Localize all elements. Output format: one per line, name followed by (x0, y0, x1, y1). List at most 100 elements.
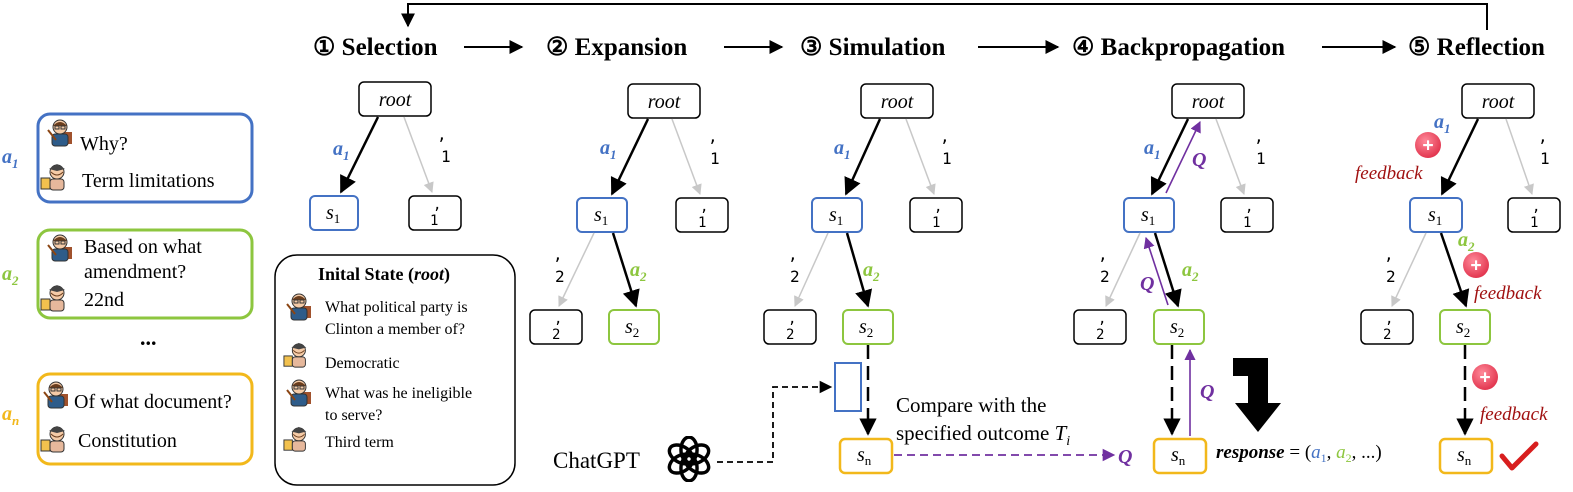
s1-prime-node (909, 197, 963, 233)
s1-node (576, 197, 628, 233)
tree-expansion: root a1 , 1 s1 , 1 , 2 a2 , 2 s2 (529, 83, 729, 345)
svg-text:1: 1 (942, 149, 952, 168)
dialogue-panel: a1 Why? Term limitations a2 Based on wha… (2, 112, 254, 466)
svg-text:2: 2 (786, 327, 794, 343)
svg-text:Q: Q (1192, 149, 1206, 171)
simulated-state-box (834, 362, 862, 412)
checkmark-icon (1499, 441, 1539, 471)
svg-text:1: 1 (932, 215, 940, 231)
svg-text:a1: a1 (834, 137, 851, 162)
svg-text:2: 2 (1096, 327, 1104, 343)
svg-text:What political party is: What political party is (325, 299, 468, 316)
s2-node (1153, 309, 1205, 345)
initial-state-box: Inital State (root) What political party… (274, 254, 516, 486)
svg-text:a1: a1 (333, 138, 350, 163)
plus-badge-icon (1472, 364, 1498, 390)
svg-text:Based on what: Based on what (84, 236, 202, 258)
svg-text:+: + (1471, 255, 1482, 276)
s2-prime-node (1360, 309, 1414, 345)
step-header-5: ⑤ Reflection (1408, 34, 1545, 61)
root-node (1461, 83, 1535, 119)
svg-text:⑤ Reflection: ⑤ Reflection (1408, 34, 1545, 61)
s1-prime-node (1507, 197, 1561, 233)
svg-text:2: 2 (1100, 267, 1110, 286)
svg-text:root: root (648, 91, 681, 113)
svg-text:2: 2 (1386, 267, 1396, 286)
svg-text:s1: s1 (594, 204, 608, 228)
svg-text:s1: s1 (829, 204, 843, 228)
s1-node (811, 197, 863, 233)
root-node (627, 83, 701, 119)
svg-text:,: , (437, 125, 447, 144)
svg-text:,: , (1385, 311, 1393, 327)
s2-prime-node (763, 309, 817, 345)
svg-text:Why?: Why? (80, 133, 128, 155)
tree-reflection: root a1 + feedback , 1 s1 , 1 , 2 a2 + f… (1355, 83, 1561, 475)
svg-text:a2: a2 (630, 259, 647, 284)
svg-text:,: , (433, 197, 441, 213)
svg-text:,: , (700, 199, 708, 215)
svg-text:,: , (1245, 199, 1253, 215)
step-header-2: ② Expansion (546, 34, 687, 61)
svg-text:1: 1 (1530, 215, 1538, 231)
plus-badge-icon (1415, 132, 1441, 158)
svg-text:Third term: Third term (325, 434, 394, 451)
tree-backpropagation: root Q a1 , 1 s1 , 1 Q , 2 a2 , 2 s2 Q s… (1073, 83, 1382, 475)
s2-node (1439, 309, 1491, 345)
svg-text:root: root (379, 89, 412, 111)
svg-text:1: 1 (1540, 149, 1550, 168)
svg-text:s2: s2 (1170, 316, 1184, 340)
svg-text:,: , (1532, 199, 1540, 215)
svg-text:to serve?: to serve? (325, 407, 382, 424)
svg-text:Inital State (root): Inital State (root) (318, 264, 450, 285)
step-header-4: ④ Backpropagation (1072, 34, 1285, 61)
compare-text-2: specified outcome Ti (896, 421, 1070, 449)
svg-text:1: 1 (698, 215, 706, 231)
svg-text:sn: sn (1457, 444, 1472, 468)
svg-text:s2: s2 (625, 316, 639, 340)
svg-text:Constitution: Constitution (78, 430, 177, 452)
svg-text:22nd: 22nd (84, 289, 124, 311)
s1-prime-node (1220, 197, 1274, 233)
svg-text:② Expansion: ② Expansion (546, 34, 687, 61)
svg-text:① Selection: ① Selection (313, 34, 438, 61)
s2-node (608, 309, 660, 345)
sn-node (1438, 437, 1494, 475)
svg-text:a2: a2 (1458, 229, 1475, 254)
sn-node (838, 437, 894, 475)
svg-text:④ Backpropagation: ④ Backpropagation (1072, 34, 1285, 61)
svg-text:a1: a1 (600, 137, 617, 162)
svg-text:s2: s2 (859, 316, 873, 340)
svg-text:sn: sn (857, 444, 872, 468)
svg-text:,: , (1384, 245, 1394, 264)
s1-prime-node (675, 197, 729, 233)
chatgpt-label: ChatGPT (553, 448, 640, 473)
s1-node (1409, 197, 1463, 233)
svg-text:,: , (708, 127, 718, 146)
tree-selection: root a1 , 1 s1 , 1 (309, 81, 462, 231)
feedback-label: feedback (1480, 404, 1548, 425)
svg-text:+: + (1480, 367, 1491, 388)
svg-text:2: 2 (552, 327, 560, 343)
sn-node (1152, 437, 1208, 475)
s2-prime-node (1073, 309, 1127, 345)
svg-text:,: , (1098, 245, 1108, 264)
svg-text:+: + (1423, 135, 1434, 156)
root-node (358, 81, 432, 117)
svg-text:s1: s1 (1141, 204, 1155, 228)
svg-text:Clinton a member of?: Clinton a member of? (325, 321, 465, 338)
svg-text:amendment?: amendment? (84, 261, 186, 283)
svg-text:a1: a1 (1144, 137, 1161, 162)
svg-text:1: 1 (1256, 149, 1266, 168)
plus-badge-icon (1463, 252, 1489, 278)
root-node (1171, 83, 1245, 119)
action-label-a1: a1 (2, 146, 19, 171)
s2-node (842, 309, 894, 345)
s2-prime-node (529, 309, 583, 345)
svg-text:2: 2 (790, 267, 800, 286)
big-down-arrow-icon (1233, 358, 1281, 432)
svg-text:1: 1 (710, 149, 720, 168)
svg-text:root: root (1482, 91, 1515, 113)
svg-text:s1: s1 (326, 202, 340, 226)
svg-text:Q: Q (1140, 273, 1154, 295)
